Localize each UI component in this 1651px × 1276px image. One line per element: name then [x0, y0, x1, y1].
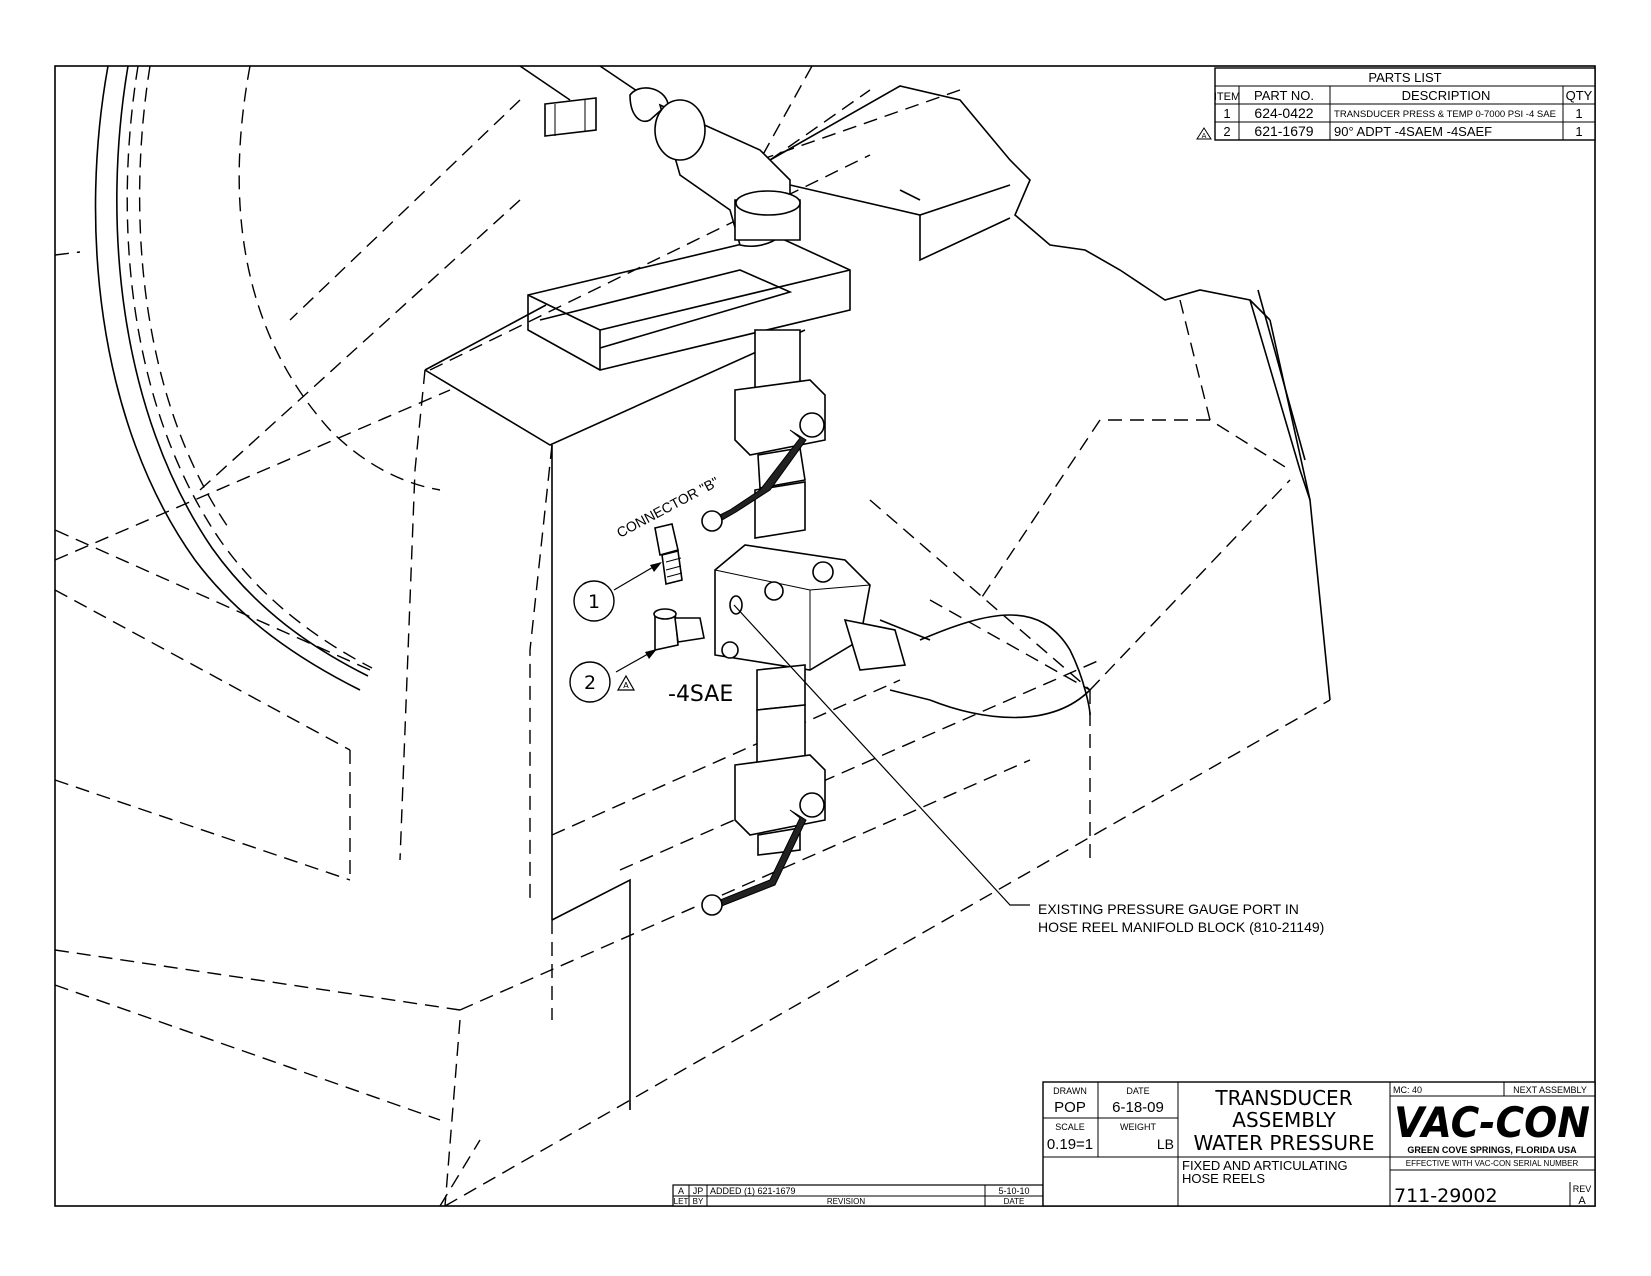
parts-row-1-description: TRANSDUCER PRESS & TEMP 0-7000 PSI -4 SA… [1334, 109, 1556, 119]
revision-date: 5-10-10 [998, 1186, 1029, 1196]
revision-header-let: LET [674, 1197, 689, 1206]
scale-label: SCALE [1055, 1122, 1085, 1132]
revision-by: JP [693, 1186, 704, 1196]
existing-port-note-line-2: HOSE REEL MANIFOLD BLOCK (810-21149) [1038, 919, 1324, 935]
parts-header-description: DESCRIPTION [1402, 88, 1491, 103]
port-label: -4SAE [668, 682, 733, 707]
parts-list: PARTS LIST ITEM PART NO. DESCRIPTION QTY… [1196, 67, 1596, 141]
parts-header-qty: QTY [1566, 88, 1593, 103]
date-value: 6-18-09 [1112, 1099, 1164, 1116]
revision-header-date: DATE [1004, 1197, 1025, 1206]
next-assembly-label: NEXT ASSEMBLY [1513, 1085, 1587, 1095]
date-label: DATE [1126, 1086, 1149, 1096]
title-block: DRAWN POP DATE 6-18-09 SCALE 0.19=1 WEIG… [1042, 1081, 1596, 1207]
revision-description: ADDED (1) 621-1679 [710, 1186, 796, 1196]
revision-triangle-letter: A [623, 681, 629, 690]
revision-let: A [678, 1186, 684, 1196]
parts-row-1-item: 1 [1223, 106, 1230, 121]
effective-serial-label: EFFECTIVE WITH VAC-CON SERIAL NUMBER [1406, 1159, 1579, 1168]
parts-header-item: ITEM [1214, 91, 1240, 103]
parts-row-2-item: 2 [1223, 124, 1230, 139]
subtitle-line-2: HOSE REELS [1182, 1171, 1265, 1186]
rev-value: A [1578, 1195, 1586, 1207]
balloon-1 [573, 580, 615, 622]
title-line-3: WATER PRESSURE [1193, 1131, 1374, 1155]
existing-port-note-line-1: EXISTING PRESSURE GAUGE PORT IN [1038, 901, 1299, 917]
drawing-annotations: CONNECTOR "B" 1 2 A -4SAE EXISTING PRESS… [569, 473, 1324, 935]
parts-list-title: PARTS LIST [1368, 70, 1441, 85]
rev-label: REV [1573, 1184, 1592, 1194]
parts-row-1-part-no: 624-0422 [1254, 105, 1313, 121]
revision-header-revision: REVISION [827, 1197, 865, 1206]
row-2-revision-triangle-icon [1196, 127, 1212, 140]
parts-row-1-qty: 1 [1575, 106, 1582, 121]
balloon-2 [569, 661, 611, 703]
mc-value: MC: 40 [1393, 1085, 1422, 1095]
revision-header-by: BY [693, 1197, 704, 1206]
weight-unit: LB [1157, 1136, 1174, 1152]
balloon-2-label: 2 [584, 672, 596, 694]
title-line-1: TRANSDUCER [1214, 1086, 1352, 1110]
balloon-1-label: 1 [588, 591, 600, 613]
revision-triangle-icon [616, 674, 636, 691]
drawn-value: POP [1054, 1099, 1086, 1116]
revision-block: A JP ADDED (1) 621-1679 5-10-10 LET BY R… [672, 1184, 1044, 1207]
vac-con-logo: VAC-CON [1394, 1098, 1590, 1147]
parts-row-2-description: 90° ADPT -4SAEM -4SAEF [1334, 124, 1492, 139]
company-location: GREEN COVE SPRINGS, FLORIDA USA [1407, 1145, 1577, 1155]
weight-label: WEIGHT [1120, 1122, 1156, 1132]
subtitle-line-1: FIXED AND ARTICULATING [1182, 1158, 1348, 1173]
parts-row-2-part-no: 621-1679 [1254, 123, 1313, 139]
parts-row-2-qty: 1 [1575, 124, 1582, 139]
scale-value: 0.19=1 [1047, 1136, 1093, 1153]
drawn-label: DRAWN [1053, 1086, 1087, 1096]
drawing-number: 711-29002 [1394, 1185, 1498, 1207]
parts-header-part-no: PART NO. [1254, 88, 1314, 103]
title-line-2: ASSEMBLY [1232, 1108, 1336, 1132]
isometric-view [54, 65, 1331, 1207]
row-2-revision-letter: A [1202, 132, 1207, 140]
